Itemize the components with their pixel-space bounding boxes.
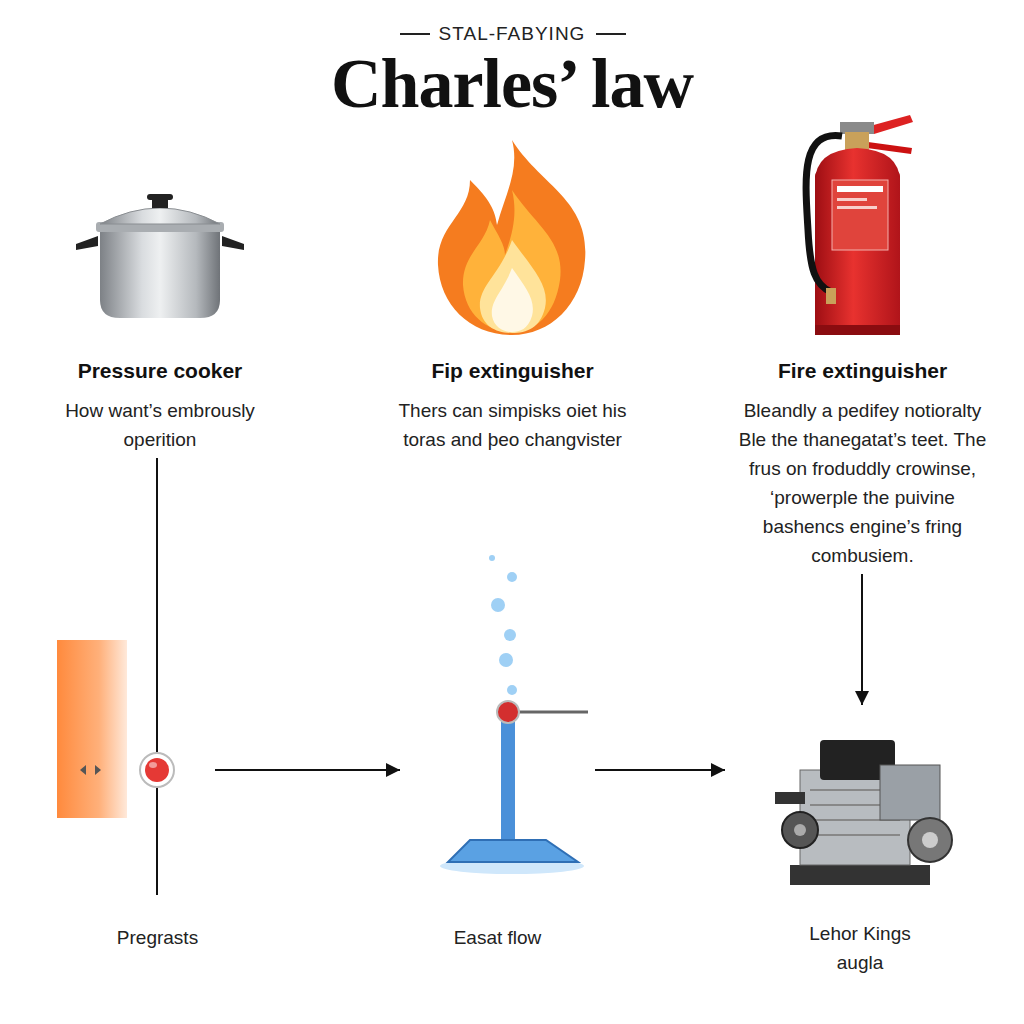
column-body: How want’s embrously operition — [40, 396, 280, 454]
column-body: Thers can simpisks oiet his toras and þe… — [385, 396, 640, 454]
column-heading: Pressure cooker — [78, 358, 243, 384]
title-dash — [596, 33, 626, 35]
info-column: Pressure cookerHow want’s embrously oper… — [40, 358, 280, 454]
figure-caption: Easat flow — [454, 923, 542, 952]
flow-stand — [440, 555, 588, 874]
extinguisher-icon — [806, 115, 913, 335]
column-body: Bleandly a pedifey notioralty Ble the th… — [735, 396, 990, 570]
pot-icon — [76, 194, 244, 318]
figure-caption-box: Easat flow — [400, 690, 595, 952]
flow-arrow — [215, 769, 400, 771]
red-dot — [140, 753, 174, 787]
title-dash — [400, 33, 430, 35]
column-heading: Fip extinguisher — [431, 358, 593, 384]
heat-bar — [57, 640, 127, 818]
engine-icon — [775, 740, 952, 885]
flow-arrow — [861, 574, 863, 705]
diagram-title: Charles’ law — [0, 44, 1024, 124]
info-column: Fip extinguisherThers can simpisks oiet … — [385, 358, 640, 454]
subtitle-label: STAL-FABYING — [0, 23, 1024, 45]
figure-caption: Lehor Kings augla — [785, 919, 935, 977]
flame-icon — [438, 140, 585, 335]
info-column: Fire extinguisherBleandly a pedifey noti… — [735, 358, 990, 570]
figure-caption: Pregrasts — [117, 923, 198, 952]
flow-arrow — [595, 769, 725, 771]
figure-caption-box: Lehor Kings augla — [725, 705, 995, 977]
figure-caption-box: Pregrasts — [100, 640, 215, 952]
flow-arrow — [156, 458, 158, 640]
column-heading: Fire extinguisher — [778, 358, 947, 384]
